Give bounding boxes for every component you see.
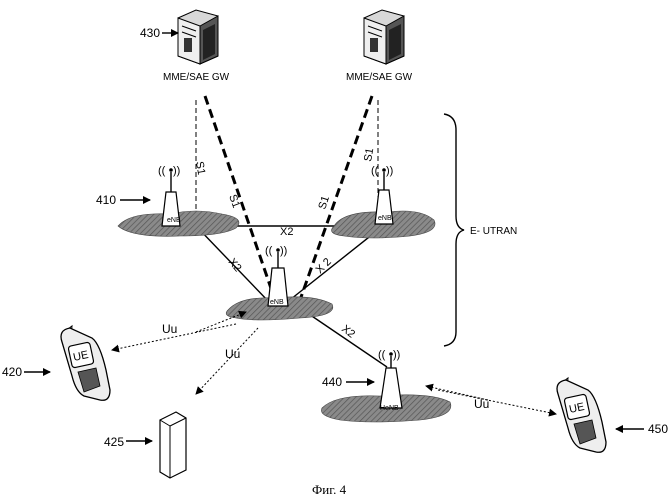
- uu-link-enb-to-device: [196, 328, 258, 394]
- x2-label-right: X 2: [314, 256, 334, 276]
- svg-text:((: ((: [158, 165, 166, 177]
- ref-410: 410: [96, 193, 116, 207]
- terminal-device-icon: [160, 412, 186, 478]
- s1-label-d: S1: [362, 147, 376, 162]
- uu-link-henb-to-ue: [438, 390, 556, 414]
- x2-label-top: X2: [280, 226, 293, 238]
- ref-450: 450: [648, 422, 668, 436]
- ref-440: 440: [322, 375, 342, 389]
- svg-text:)): )): [386, 165, 393, 177]
- svg-text:)): )): [173, 165, 180, 177]
- server-icon-right: [364, 10, 404, 64]
- svg-text:((: ((: [378, 349, 386, 361]
- enb-tower-icon-center: (( )): [265, 245, 288, 306]
- svg-text:)): )): [393, 349, 400, 361]
- svg-text:((: ((: [371, 165, 379, 177]
- ref-420: 420: [2, 365, 22, 379]
- henb-label: HeNB: [380, 405, 399, 412]
- ref-425: 425: [104, 435, 124, 449]
- e-utran-brace: [444, 114, 464, 346]
- uu-label-3: Uu: [474, 397, 489, 411]
- x2-label-henb: X2: [339, 323, 357, 341]
- s1-link-right-to-center: [300, 96, 372, 300]
- e-utran-label: E- UTRAN: [470, 226, 517, 237]
- svg-text:((: ((: [265, 245, 273, 257]
- server-icon-left: [178, 10, 218, 64]
- enb-right-label: eNB: [378, 215, 392, 222]
- mme-sae-gw-right-label: MME/SAE GW: [346, 72, 413, 83]
- figure-caption: Фиг. 4: [312, 482, 347, 497]
- enb-left-label: eNB: [167, 217, 181, 224]
- mme-sae-gw-left-label: MME/SAE GW: [163, 72, 230, 83]
- s1-label-a: S1: [193, 160, 207, 175]
- enb-center-label: eNB: [270, 299, 284, 306]
- s1-label-c: S1: [316, 194, 332, 211]
- svg-text:)): )): [280, 245, 287, 257]
- uu-label-2: Uu: [225, 347, 240, 361]
- ue-phone-icon-right: [557, 378, 606, 452]
- uu-link-ue-to-enb: [196, 312, 246, 332]
- uu-label-1: Uu: [162, 322, 177, 336]
- henb-tower-icon: (( )): [378, 349, 402, 408]
- ue-phone-icon-left: [61, 326, 110, 400]
- ref-430: 430: [140, 26, 160, 40]
